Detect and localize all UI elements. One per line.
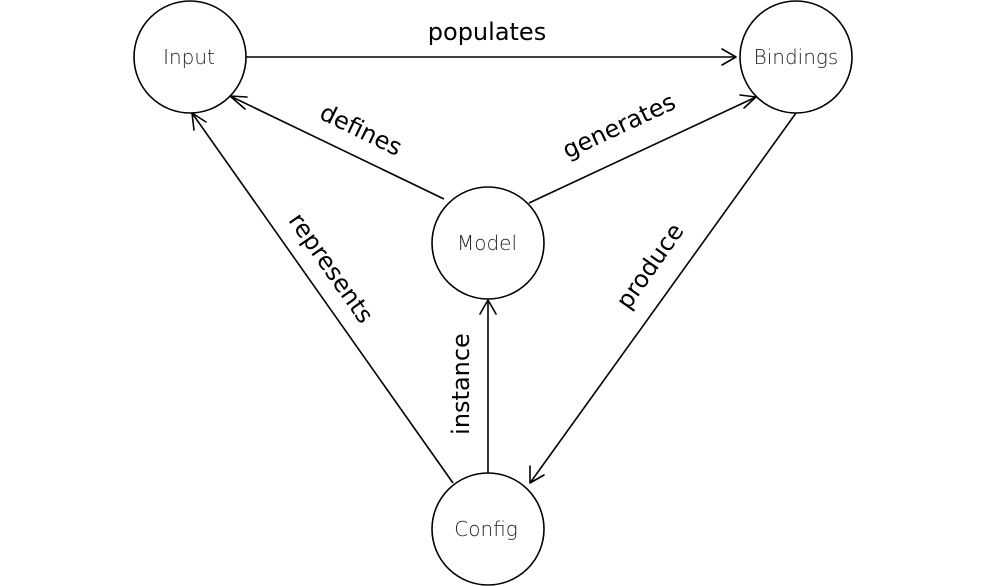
edge-instance [479,299,497,473]
edge-label-populates: populates [428,18,546,46]
edge-label-generates: generates [558,88,680,165]
node-model-label: Model [457,231,517,255]
edge-represents [191,112,454,484]
edge-label-defines: defines [315,98,406,162]
node-config[interactable]: Config [431,472,545,586]
node-bindings-label: Bindings [754,45,839,69]
node-config-label: Config [454,517,517,541]
node-input[interactable]: Input [133,0,247,114]
edge-label-produce: produce [611,218,690,314]
node-bindings[interactable]: Bindings [739,0,853,114]
edge-produce [529,112,797,484]
edge-label-instance: instance [447,333,475,435]
node-input-label: Input [163,45,215,69]
node-model[interactable]: Model [431,186,545,300]
edge-populates [245,48,737,66]
